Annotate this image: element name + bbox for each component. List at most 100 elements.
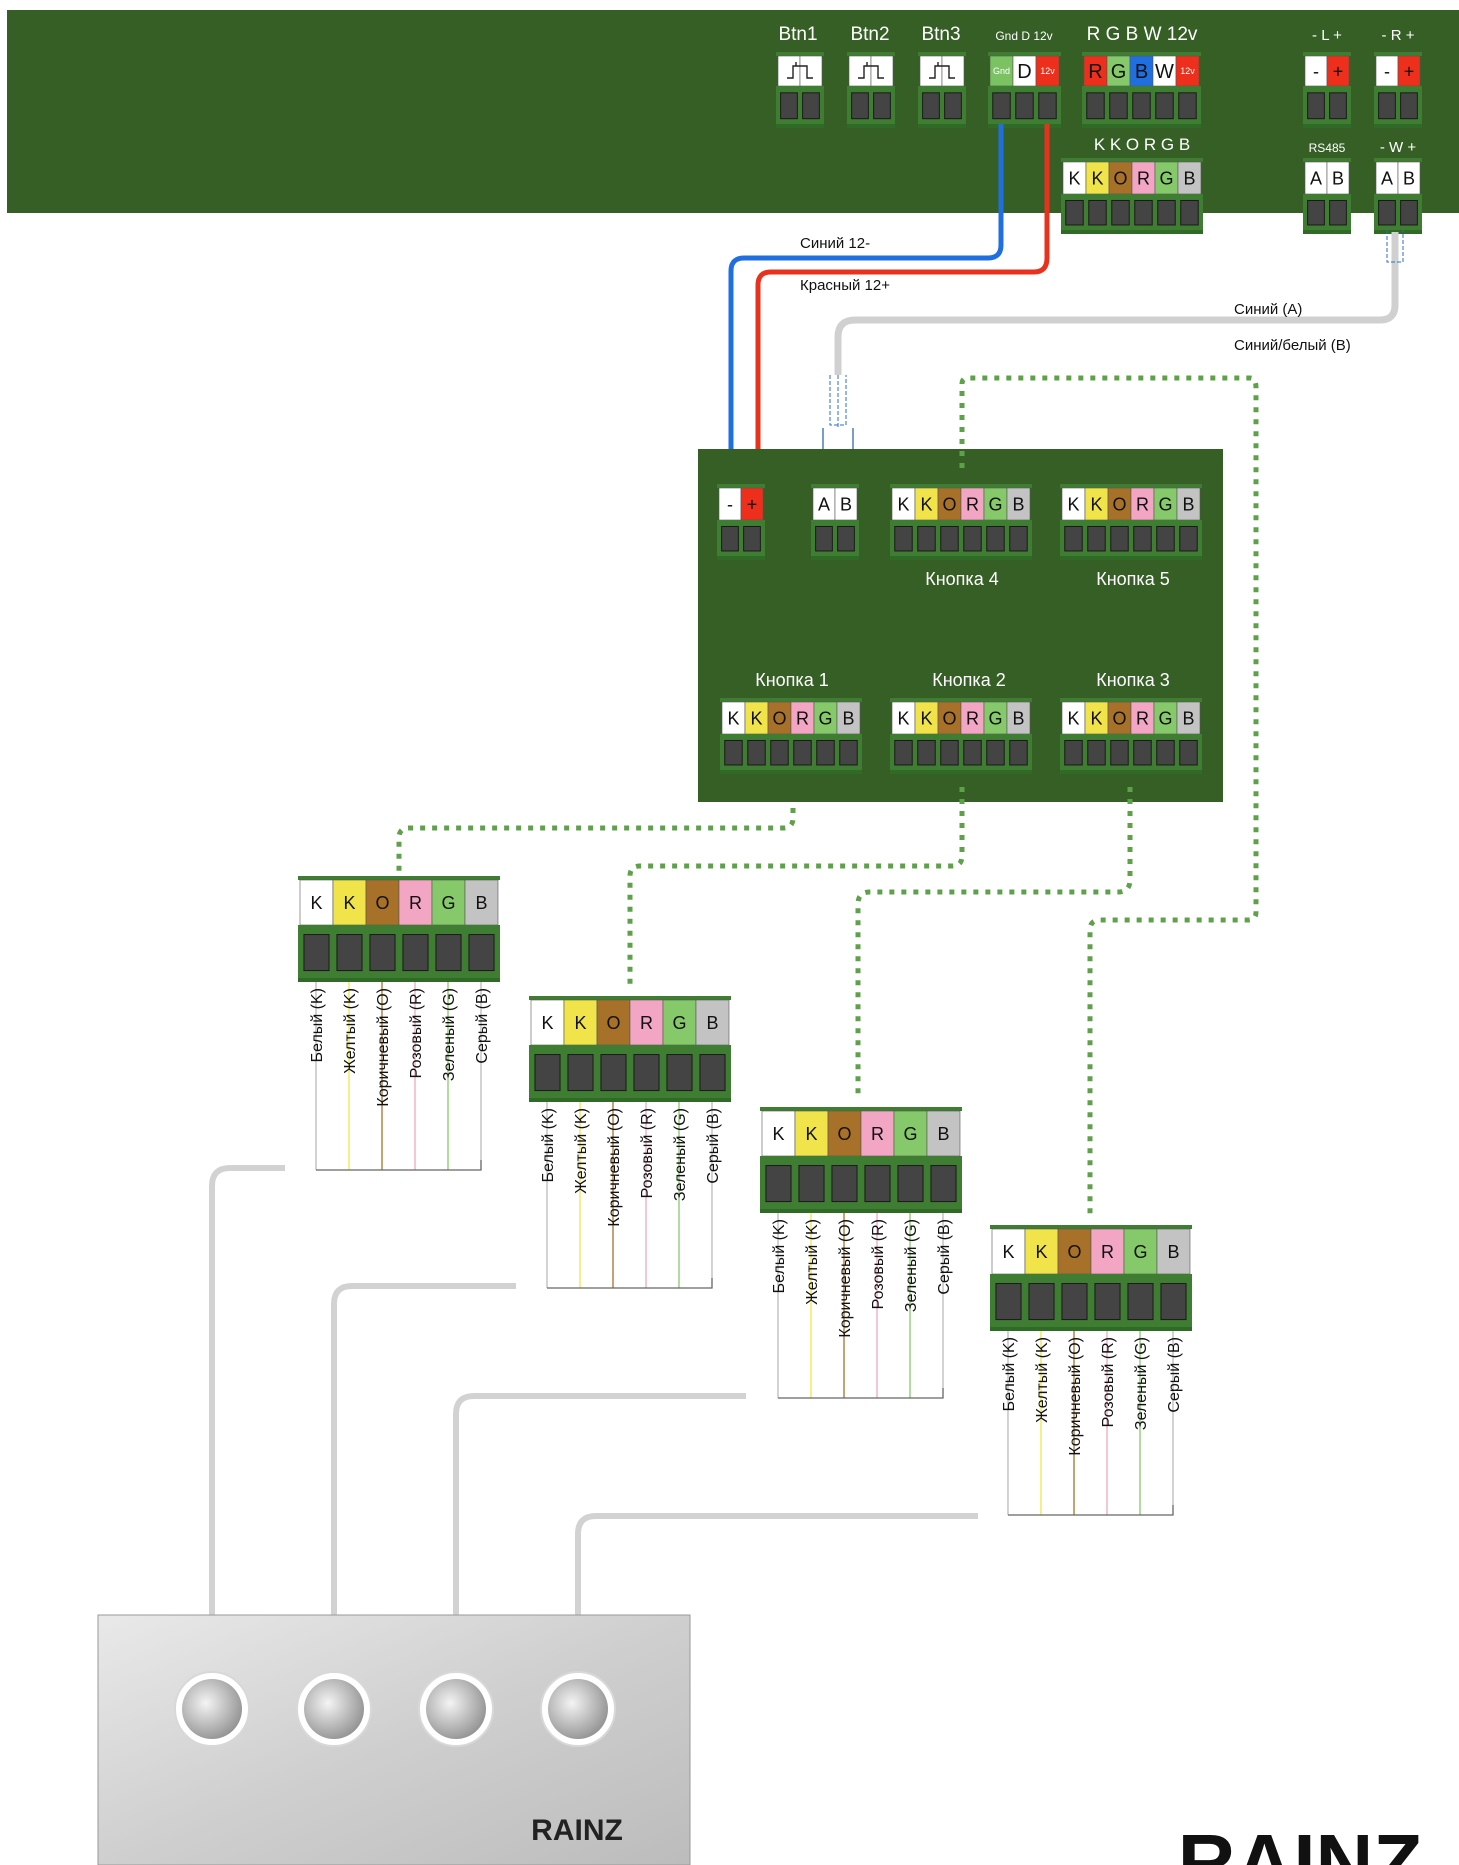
screw-slot [930, 1165, 957, 1203]
screw-slot [1157, 199, 1176, 226]
wire-color-label: Белый (K) [1001, 1337, 1018, 1411]
terminal-top-rail [890, 484, 1032, 488]
screw-slot [666, 1054, 693, 1092]
terminal-top-rail [918, 52, 966, 56]
wire-color-label: Коричневый (O) [606, 1108, 623, 1227]
wire-color-label: Желтый (K) [342, 988, 359, 1074]
panel-push-button-cap [548, 1679, 608, 1739]
pin-label-cell [941, 55, 965, 87]
pin-label-cell [848, 55, 872, 87]
screw-slot [600, 1054, 627, 1092]
pin-label: B [1167, 1242, 1179, 1262]
pushbutton-icon [787, 62, 813, 79]
btn3-label: Btn3 [921, 24, 960, 45]
terminal-body [1061, 194, 1203, 230]
wire-bundle [778, 1388, 944, 1399]
pin-label: K [805, 1124, 817, 1144]
hub-label-button-1: Кнопка 1 [755, 670, 828, 690]
l-terminal: -+ [1303, 52, 1351, 128]
terminal-bottom-rail [1082, 124, 1201, 128]
button-4-signal-cable [959, 375, 1259, 1216]
screw-slot [567, 1054, 594, 1092]
panel-push-button-cap [426, 1679, 486, 1739]
pin-label: O [942, 494, 956, 514]
terminal-top-rail [1303, 52, 1351, 56]
terminal-top-rail [1060, 484, 1202, 488]
pin-label: B [1012, 708, 1024, 728]
screw-slot [940, 525, 959, 552]
screw-slot [831, 1165, 858, 1203]
pin-label: K [1068, 168, 1080, 188]
wire-color-label: Розовый (R) [408, 988, 425, 1078]
terminal-top-rail [529, 996, 731, 1000]
pin-label: G [1133, 1242, 1147, 1262]
screw-slot [1400, 199, 1418, 226]
terminal-bottom-rail [811, 556, 859, 560]
pin-label: K [1067, 494, 1079, 514]
terminal-bottom-rail [529, 1098, 731, 1102]
terminal-bottom-rail [1061, 230, 1203, 234]
rs485-label: RS485 [1309, 141, 1346, 155]
screw-slot [369, 934, 396, 972]
pin-label: K [343, 893, 355, 913]
pin-label-cell [799, 55, 823, 87]
wire-color-label: Белый (K) [540, 1108, 557, 1182]
rs485-b-label: Синий/белый (B) [1234, 337, 1351, 354]
pin-label: B [840, 494, 852, 514]
pin-label: A [1381, 168, 1393, 188]
wire-color-label: Белый (K) [771, 1219, 788, 1293]
pin-label: O [942, 708, 956, 728]
pin-label: R [1101, 1242, 1114, 1262]
pin-label: Gnd [993, 66, 1010, 76]
terminal-body [529, 1045, 731, 1098]
screw-slot [1009, 525, 1028, 552]
pin-label: G [672, 1013, 686, 1033]
wire-color-label: Серый (B) [705, 1108, 722, 1184]
rs485-a-label: Синий (A) [1234, 301, 1302, 318]
terminal-top-rail [890, 698, 1032, 702]
gnd-d-12v-label: Gnd D 12v [995, 29, 1052, 43]
screw-slot [303, 934, 330, 972]
screw-slot [917, 525, 936, 552]
pin-label-cell [893, 1110, 928, 1157]
terminal-body [890, 734, 1032, 770]
panel-cable-2 [331, 1283, 516, 1618]
btn1-terminal [776, 52, 824, 128]
pin-label: O [1112, 708, 1126, 728]
pin-label: K [897, 708, 909, 728]
terminal-top-rail [811, 484, 859, 488]
hub-label-button-5: Кнопка 5 [1096, 569, 1169, 589]
wire-color-label: Коричневый (O) [375, 988, 392, 1107]
screw-slot [402, 934, 429, 972]
pin-label-cell [991, 1228, 1026, 1275]
pin-label: R [1136, 494, 1149, 514]
screw-slot [1087, 739, 1106, 766]
pin-label: K [1035, 1242, 1047, 1262]
screw-slot [1134, 199, 1153, 226]
pin-label: R [796, 708, 809, 728]
controller-board [7, 10, 1459, 213]
screw-slot [780, 92, 798, 120]
pin-label-cell [695, 999, 730, 1046]
button-3-signal-cable [855, 787, 1133, 1100]
pin-label: R [871, 1124, 884, 1144]
screw-slot [1110, 525, 1129, 552]
screw-slot [986, 739, 1005, 766]
screw-slot [724, 739, 743, 766]
pin-label: R [966, 494, 979, 514]
screw-slot [743, 525, 761, 552]
pin-label: B [937, 1124, 949, 1144]
red-power-wire [755, 124, 1050, 483]
terminal-top-rail [847, 52, 895, 56]
terminal-top-rail [1061, 158, 1203, 162]
pin-label: K [897, 494, 909, 514]
pin-label-cell [1123, 1228, 1158, 1275]
terminal-bottom-rail [720, 770, 862, 774]
wire-color-label: Коричневый (O) [1067, 1337, 1084, 1456]
